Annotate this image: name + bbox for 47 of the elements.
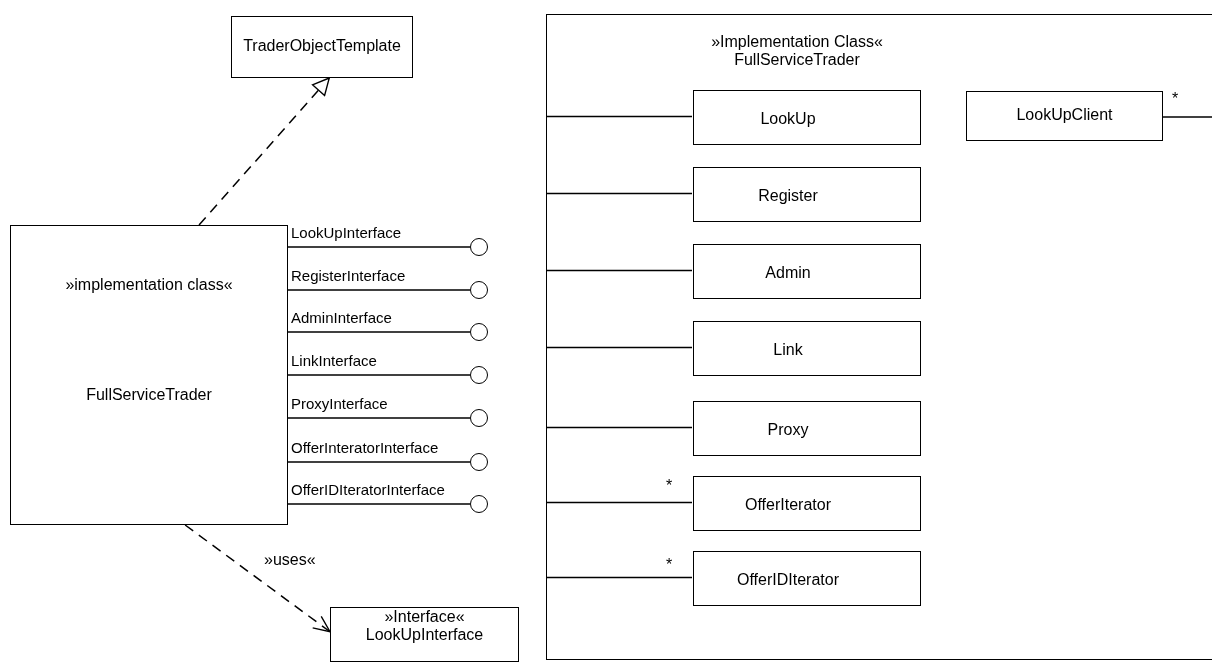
class-name: TraderObjectTemplate <box>242 37 402 56</box>
connector-line <box>545 576 693 579</box>
connector-line <box>545 426 693 429</box>
connector-line <box>545 192 693 195</box>
connector-line <box>287 374 471 376</box>
connector-line <box>287 461 471 463</box>
connector-line <box>1161 116 1212 118</box>
class-name: OfferIDIterator <box>736 570 840 589</box>
connector-line <box>287 331 471 333</box>
class-box <box>10 225 288 525</box>
class-name: FullServiceTrader <box>85 386 213 405</box>
part-box <box>693 321 921 376</box>
stereotype-label: »Implementation Class« <box>710 33 884 52</box>
connector-line <box>287 289 471 291</box>
connector-line <box>287 417 471 419</box>
class-name: Proxy <box>766 420 810 439</box>
part-box <box>693 244 921 299</box>
edge-label: LookUpInterface <box>289 225 404 242</box>
dependency-arrow <box>198 77 331 226</box>
part-box <box>693 551 921 606</box>
connector-line <box>545 115 693 118</box>
class-box <box>231 16 413 78</box>
class-name: Register <box>757 186 819 205</box>
connector-line <box>287 246 471 248</box>
connector-line <box>545 269 693 272</box>
part-box <box>693 401 921 456</box>
class-box <box>966 91 1163 141</box>
stereotype-label: »implementation class« <box>64 276 234 295</box>
class-name: LookUpClient <box>1015 106 1114 125</box>
class-name: Link <box>772 340 804 359</box>
connector-line <box>287 503 471 505</box>
class-name: Admin <box>764 263 812 282</box>
connector-line <box>545 501 693 504</box>
component-frame <box>546 14 1212 660</box>
interface-box <box>330 607 519 662</box>
edge-label: RegisterInterface <box>289 268 408 285</box>
class-name: FullServiceTrader <box>733 51 861 70</box>
class-name: LookUp <box>759 109 817 128</box>
part-box <box>693 167 921 222</box>
edge-label: ProxyInterface <box>289 396 390 413</box>
class-name: LookUpInterface <box>364 626 485 645</box>
stereotype-label: »Interface« <box>383 608 466 627</box>
dependency-arrow <box>184 524 331 633</box>
class-name: OfferIterator <box>744 495 832 514</box>
part-box <box>693 476 921 531</box>
part-box <box>693 90 921 145</box>
connector-line <box>545 346 693 349</box>
